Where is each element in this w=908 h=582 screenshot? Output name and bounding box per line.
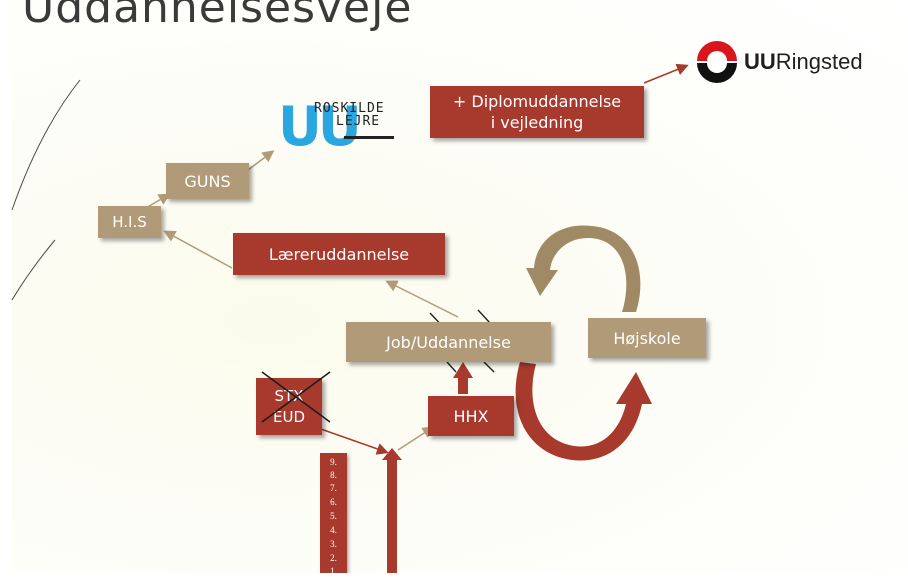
cross-mark-job-2 bbox=[477, 309, 491, 324]
year-label: 5. bbox=[330, 511, 337, 521]
arrow-job-laerer bbox=[385, 280, 459, 318]
arrow-main-hhx bbox=[397, 426, 435, 451]
arrow-stx-main bbox=[317, 427, 389, 455]
year-label: 9. bbox=[330, 457, 337, 467]
guns-label: GUNS bbox=[184, 171, 231, 191]
slide-title: Uddannelsesveje bbox=[22, 0, 413, 33]
laereruddannelse-label: Læreruddannelse bbox=[268, 244, 410, 264]
job-uddannelse-box: Job/Uddannelse bbox=[346, 322, 551, 362]
hhx-box: HHX bbox=[428, 396, 514, 436]
year-label: 7. bbox=[330, 483, 337, 493]
year-label: 8. bbox=[330, 470, 337, 480]
logo-underline bbox=[344, 136, 394, 139]
ringsted-uu: UU bbox=[744, 49, 776, 74]
arrow-his-guns bbox=[145, 193, 171, 209]
stx-label: STX bbox=[274, 386, 304, 405]
guns-box: GUNS bbox=[166, 163, 249, 199]
cross-mark-hhx-1 bbox=[446, 361, 457, 373]
year-label: 1. bbox=[330, 566, 337, 576]
job-uddannelse-label: Job/Uddannelse bbox=[386, 332, 511, 352]
diplom-line2: i vejledning bbox=[490, 113, 584, 132]
arrow-hhx-job bbox=[453, 362, 473, 394]
year-label: 6. bbox=[330, 497, 337, 507]
lejre-text: LEJRE bbox=[336, 114, 381, 129]
uu-roskilde-letters: UU bbox=[278, 95, 362, 158]
year-label: 3. bbox=[330, 539, 337, 549]
ringsted-name: Ringsted bbox=[775, 49, 863, 74]
arrow-diplom-ringsted bbox=[643, 63, 689, 84]
cycle-arrow-upper bbox=[526, 225, 641, 312]
eud-label: EUD bbox=[272, 407, 305, 426]
uu-ringsted-logo: UURingsted bbox=[694, 38, 894, 84]
hojskole-label: Højskole bbox=[613, 328, 681, 348]
hojskole-box: Højskole bbox=[588, 318, 706, 358]
his-box: H.I.S bbox=[98, 206, 161, 238]
diplom-line1: + Diplomuddannelse bbox=[452, 92, 622, 111]
hhx-label: HHX bbox=[453, 406, 489, 426]
his-label: H.I.S bbox=[112, 213, 147, 231]
arrow-guns-uuroskilde bbox=[247, 150, 275, 171]
arrow-laerer-his bbox=[163, 230, 233, 269]
diplomuddannelse-box: + Diplomuddannelse i vejledning bbox=[430, 86, 644, 138]
roskilde-text: ROSKILDE bbox=[314, 101, 385, 116]
ringsted-ring-icon bbox=[697, 41, 737, 83]
ringsted-text: UURingsted bbox=[744, 50, 863, 74]
stx-eud-box: STX EUD bbox=[256, 378, 322, 435]
main-up-arrow bbox=[382, 448, 402, 582]
uu-roskilde-lejre-logo: UU ROSKILDE LEJRE bbox=[278, 100, 398, 156]
cycle-arrow-lower bbox=[515, 362, 652, 461]
year-label: 2. bbox=[330, 553, 337, 563]
laereruddannelse-box: Læreruddannelse bbox=[233, 233, 445, 275]
cross-mark-hhx-2 bbox=[483, 361, 495, 373]
school-years-bar: 9. 8. 7. 6. 5. 4. 3. 2. 1. bbox=[320, 453, 347, 579]
year-label: 4. bbox=[330, 525, 337, 535]
